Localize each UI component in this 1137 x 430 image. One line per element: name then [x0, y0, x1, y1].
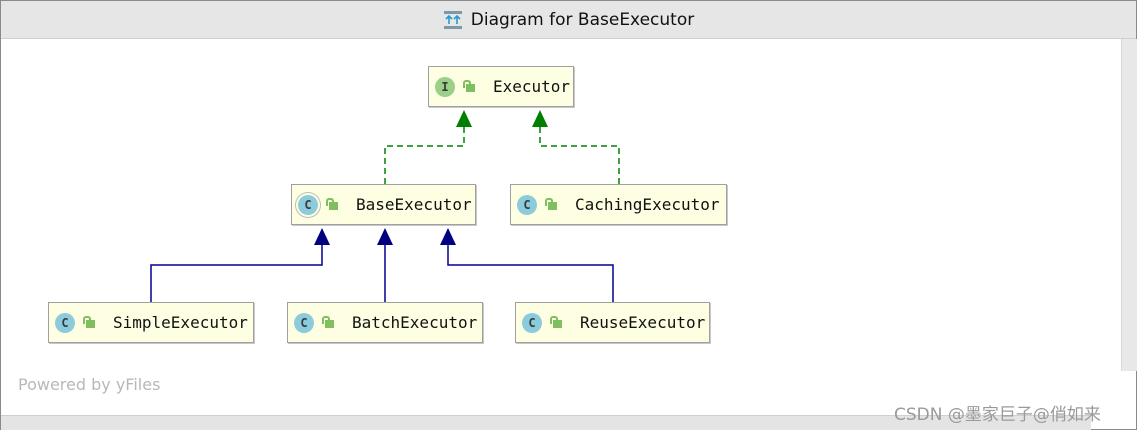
edge-reuse-base: [447, 243, 614, 302]
node-label: Executor: [493, 77, 571, 96]
arrowhead: [377, 228, 393, 245]
public-lock-icon: [326, 197, 338, 212]
public-lock-icon: [83, 315, 95, 330]
node-simple-executor[interactable]: C SimpleExecutor: [48, 302, 254, 343]
edge-base-executor: [384, 123, 465, 184]
node-base-executor[interactable]: C BaseExecutor: [291, 184, 476, 225]
node-label: BatchExecutor: [352, 313, 478, 332]
interface-icon: I: [435, 76, 455, 97]
edge-simple-base: [150, 243, 323, 302]
node-executor[interactable]: I Executor: [428, 66, 574, 107]
arrowhead: [456, 110, 472, 127]
window-title: Diagram for BaseExecutor: [470, 9, 695, 30]
node-caching-executor[interactable]: C CachingExecutor: [510, 184, 727, 225]
class-icon: C: [517, 194, 537, 215]
node-label: ReuseExecutor: [580, 313, 706, 332]
powered-by-label: Powered by yFiles: [18, 375, 161, 394]
public-lock-icon: [463, 79, 475, 94]
edge-caching-executor: [539, 123, 620, 184]
node-label: CachingExecutor: [575, 195, 720, 214]
class-icon: C: [294, 312, 314, 333]
arrowhead: [440, 228, 456, 245]
class-icon: C: [522, 312, 542, 333]
node-batch-executor[interactable]: C BatchExecutor: [287, 302, 483, 343]
watermark: CSDN @墨家巨子@俏如来: [894, 405, 1101, 425]
arrowhead: [314, 228, 330, 245]
public-lock-icon: [322, 315, 334, 330]
class-icon: C: [55, 312, 75, 333]
edges-layer: [150, 110, 620, 302]
arrowhead: [532, 110, 548, 127]
node-label: BaseExecutor: [356, 195, 472, 214]
public-lock-icon: [550, 315, 562, 330]
abstract-class-icon: C: [298, 194, 318, 215]
title-bar: Diagram for BaseExecutor: [1, 1, 1136, 39]
diagram-icon: [443, 10, 463, 30]
node-reuse-executor[interactable]: C ReuseExecutor: [515, 302, 710, 343]
public-lock-icon: [545, 197, 557, 212]
node-label: SimpleExecutor: [113, 313, 248, 332]
horizontal-scrollbar[interactable]: [1, 415, 1091, 430]
vertical-scrollbar[interactable]: [1121, 39, 1137, 371]
